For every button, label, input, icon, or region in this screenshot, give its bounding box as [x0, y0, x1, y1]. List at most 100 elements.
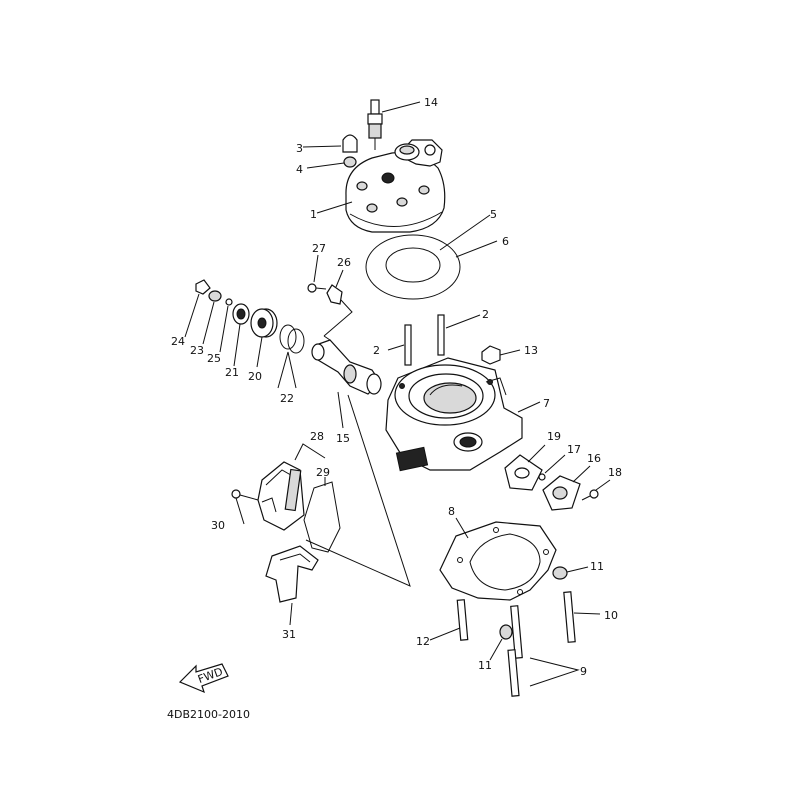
callout-2b: 2 — [482, 308, 489, 321]
callout-23: 23 — [190, 344, 204, 357]
callout-26: 26 — [337, 256, 351, 269]
small-bolt — [307, 283, 327, 293]
callout-4: 4 — [296, 163, 303, 176]
o-ring-inner — [385, 247, 441, 283]
leader-2b — [445, 314, 481, 329]
leader-15 — [337, 391, 344, 429]
callout-19: 19 — [547, 430, 561, 443]
callout-18: 18 — [608, 466, 622, 479]
cable-bracket — [326, 284, 343, 305]
callout-8: 8 — [448, 505, 455, 518]
stud-10 — [563, 591, 576, 643]
leader-27 — [313, 254, 319, 283]
callout-12: 12 — [416, 635, 430, 648]
callout-3: 3 — [296, 142, 303, 155]
callout-14: 14 — [424, 96, 438, 109]
leader-10 — [573, 612, 601, 615]
leader-26 — [335, 269, 344, 288]
forward-arrow-icon: FWD — [178, 663, 229, 694]
callout-15: 15 — [336, 432, 350, 445]
leader-11a — [566, 566, 589, 573]
o-ring-outer — [365, 234, 461, 300]
reed-valve-assembly — [257, 461, 305, 531]
callout-29: 29 — [316, 466, 330, 479]
callout-25: 25 — [207, 352, 221, 365]
bracket-guide-line — [323, 299, 353, 337]
callout-2a: 2 — [373, 344, 380, 357]
leader-2a — [387, 344, 405, 351]
leader-19 — [527, 444, 546, 463]
leader-13 — [499, 349, 521, 356]
washer — [343, 156, 357, 168]
leader-6 — [455, 240, 498, 258]
leader-12 — [429, 627, 461, 641]
leader-3 — [302, 145, 342, 148]
part-13-nut — [481, 345, 501, 365]
reed-gasket — [303, 481, 341, 553]
leader-22 — [277, 351, 297, 389]
dowel-pin-upper — [552, 566, 568, 580]
callout-7: 7 — [543, 397, 550, 410]
leader-11b — [489, 638, 503, 661]
callout-21: 21 — [225, 366, 239, 379]
part-20-pulley — [250, 308, 278, 338]
callout-10: 10 — [604, 609, 618, 622]
leader-21 — [233, 323, 241, 367]
leader-17 — [544, 454, 566, 474]
leader-31 — [289, 602, 293, 626]
callout-9: 9 — [580, 665, 587, 678]
leader-5 — [439, 214, 491, 251]
leader-25 — [219, 305, 229, 353]
part-18-bolt — [581, 489, 599, 501]
part-23-washer — [208, 290, 222, 302]
part-24-nut — [195, 279, 211, 295]
callout-31: 31 — [282, 628, 296, 641]
leader-16 — [572, 465, 591, 483]
callout-1: 1 — [310, 208, 317, 221]
callout-27: 27 — [312, 242, 326, 255]
part-25-clip — [225, 298, 233, 306]
part-16-cover — [542, 475, 581, 511]
guide-reed — [305, 394, 411, 587]
spark-plug — [367, 99, 383, 150]
leader-28 — [294, 443, 326, 461]
leader-24 — [184, 293, 200, 338]
callout-5: 5 — [490, 208, 497, 221]
leader-23 — [202, 301, 215, 345]
callout-28: 28 — [310, 430, 324, 443]
part-22-o-rings — [279, 324, 305, 354]
leader-9 — [529, 657, 580, 687]
cylinder-head — [345, 139, 446, 233]
leader-30 — [235, 497, 245, 525]
part-21-cover — [232, 303, 250, 325]
callout-22: 22 — [280, 392, 294, 405]
reed-bolt — [231, 489, 259, 501]
base-gasket — [439, 521, 557, 601]
cap-nut — [342, 134, 358, 153]
callout-24: 24 — [171, 335, 185, 348]
leader-8 — [455, 517, 469, 539]
stud-9-upper — [510, 605, 523, 659]
dowel-pin-lower — [499, 624, 513, 640]
leader-18 — [595, 479, 611, 491]
exhaust-valve-shaft — [311, 339, 382, 395]
guide-shaft — [323, 335, 331, 341]
callout-16: 16 — [587, 452, 601, 465]
leader-4 — [306, 162, 345, 169]
intake-joint — [265, 545, 319, 603]
stud-12 — [456, 599, 469, 641]
callout-17: 17 — [567, 443, 581, 456]
callout-11b: 11 — [478, 659, 492, 672]
stud-9-lower — [507, 649, 520, 697]
leader-1 — [316, 201, 353, 214]
leader-20 — [256, 336, 263, 368]
callout-13: 13 — [524, 344, 538, 357]
cylinder — [385, 357, 523, 472]
callout-11a: 11 — [590, 560, 604, 573]
callout-30: 30 — [211, 519, 225, 532]
drawing-code: 4DB2100-2010 — [167, 708, 250, 721]
stud-bolts-top — [404, 314, 445, 366]
leader-7 — [517, 401, 541, 413]
